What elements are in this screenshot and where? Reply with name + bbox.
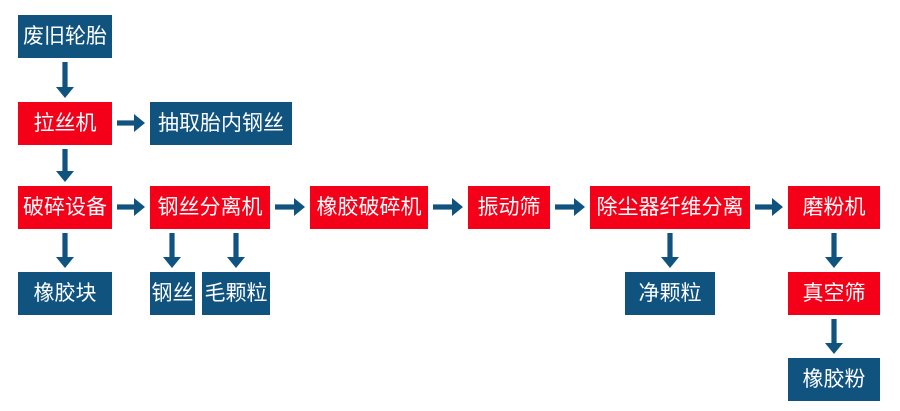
arrow-grinding-mill-to-vacuum-screen (823, 229, 845, 272)
node-waste-tire[interactable]: 废旧轮胎 (18, 15, 112, 58)
node-steel-wire[interactable]: 钢丝 (150, 272, 195, 315)
node-label: 钢丝 (151, 281, 194, 305)
node-label: 除尘器纤维分离 (596, 195, 744, 219)
node-fluff-granule[interactable]: 毛颗粒 (202, 272, 270, 315)
node-shredder[interactable]: 破碎设备 (18, 186, 112, 229)
node-rubber-crusher[interactable]: 橡胶破碎机 (310, 186, 428, 229)
node-wire-drawing[interactable]: 拉丝机 (18, 102, 112, 145)
arrow-rubber-crusher-to-vibrating-screen (428, 196, 468, 218)
node-rubber-block[interactable]: 橡胶块 (18, 272, 112, 315)
node-label: 毛颗粒 (204, 281, 268, 305)
arrow-dust-fiber-separator-to-grinding-mill (750, 196, 788, 218)
node-wire-separator[interactable]: 钢丝分离机 (150, 186, 270, 229)
node-label: 废旧轮胎 (23, 24, 107, 48)
node-label: 抽取胎内钢丝 (158, 111, 284, 135)
arrow-shredder-to-rubber-block (54, 229, 76, 272)
node-label: 橡胶破碎机 (316, 195, 422, 219)
node-label: 振动筛 (477, 195, 541, 219)
arrow-wire-drawing-to-shredder (54, 145, 76, 186)
arrow-vacuum-screen-to-rubber-powder (823, 315, 845, 358)
arrow-wire-separator-to-rubber-crusher (270, 196, 310, 218)
node-dust-fiber-separator[interactable]: 除尘器纤维分离 (590, 186, 750, 229)
node-grinding-mill[interactable]: 磨粉机 (788, 186, 880, 229)
node-label: 破碎设备 (23, 195, 107, 219)
node-label: 净颗粒 (638, 281, 702, 305)
arrow-shredder-to-wire-separator (112, 196, 150, 218)
node-label: 磨粉机 (802, 195, 866, 219)
arrow-wire-drawing-to-extract-bead-wire (112, 112, 150, 134)
node-label: 橡胶粉 (802, 367, 866, 391)
arrow-wire-separator-to-steel-wire (161, 229, 183, 272)
node-label: 钢丝分离机 (157, 195, 263, 219)
node-vibrating-screen[interactable]: 振动筛 (468, 186, 550, 229)
node-rubber-powder[interactable]: 橡胶粉 (788, 358, 880, 401)
node-extract-bead-wire[interactable]: 抽取胎内钢丝 (150, 102, 292, 145)
node-label: 拉丝机 (33, 111, 97, 135)
node-label: 橡胶块 (33, 281, 97, 305)
arrow-waste-tire-to-wire-drawing (54, 58, 76, 102)
node-label: 真空筛 (802, 281, 866, 305)
arrow-vibrating-screen-to-dust-fiber-separator (550, 196, 590, 218)
arrow-wire-separator-to-fluff-granule (225, 229, 247, 272)
arrow-dust-fiber-separator-to-clean-granule (659, 229, 681, 272)
node-vacuum-screen[interactable]: 真空筛 (788, 272, 880, 315)
node-clean-granule[interactable]: 净颗粒 (625, 272, 715, 315)
